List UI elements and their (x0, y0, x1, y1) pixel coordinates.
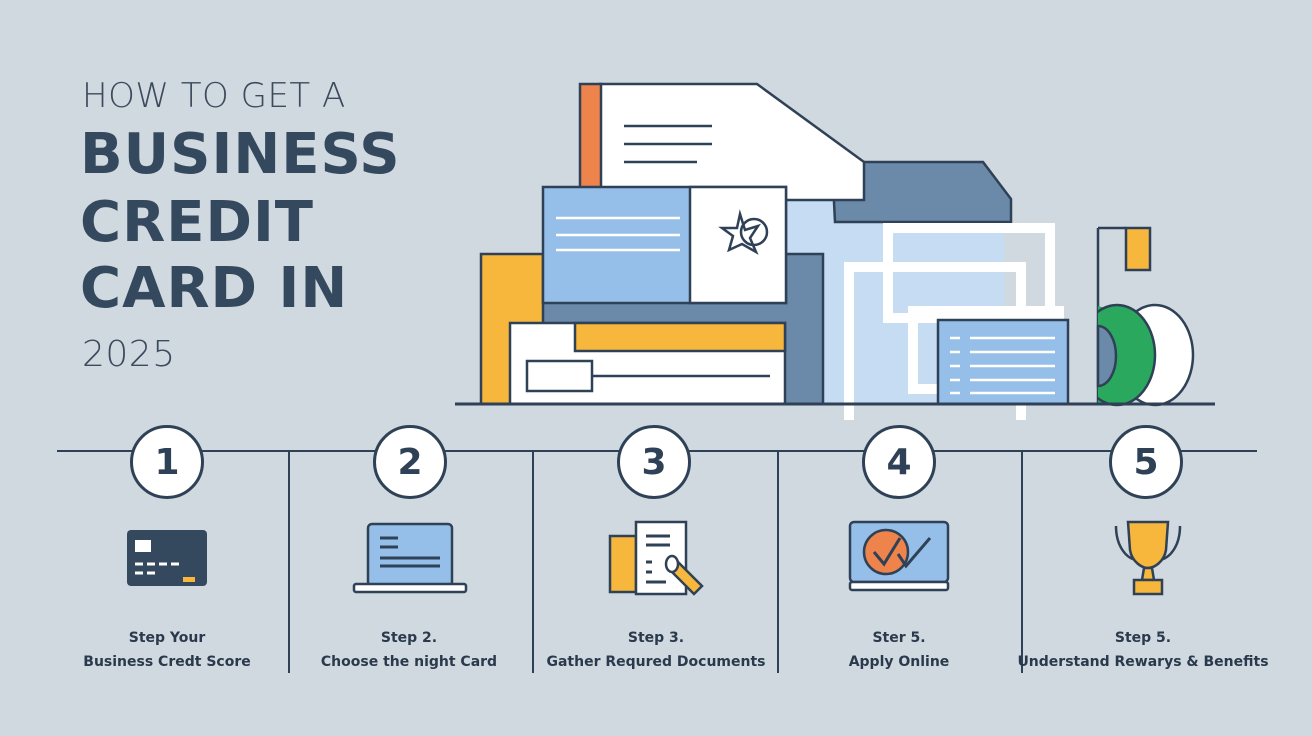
step-3-number: 3 (617, 425, 691, 499)
list-card (936, 318, 1070, 406)
title-line-4: CARD IN (80, 256, 349, 321)
step-divider (1021, 451, 1023, 673)
star-icon (718, 209, 761, 255)
title-line-2: BUSINESS (80, 122, 401, 187)
documents-icon (608, 520, 704, 596)
title-year: 2025 (82, 334, 176, 375)
folder-tab (830, 160, 1013, 224)
step-3-text: Step 3. Gather Requred Documents (536, 626, 776, 674)
step-1-text: Step Your Business Credt Score (47, 626, 287, 674)
step-3-label: Gather Requred Documents (546, 654, 766, 670)
step-divider (288, 451, 290, 673)
white-frame (883, 223, 1055, 323)
title-line-1: HOW TO GET A (82, 76, 346, 116)
step-2-number: 2 (373, 425, 447, 499)
flag (1124, 226, 1152, 272)
step-5-number: 5 (1109, 425, 1183, 499)
step-2-text: Step 2. Choose the night Card (289, 626, 529, 674)
step-4-number: 4 (862, 425, 936, 499)
step-1-label: Business Credt Score (83, 654, 251, 670)
step-3-heading: Step 3. (627, 630, 685, 646)
credit-card-icon (127, 530, 207, 586)
laptop-icon (352, 522, 468, 594)
step-1-heading: Step Your (128, 630, 206, 646)
step-4-label: Apply Online (848, 654, 950, 670)
step-1-number: 1 (130, 425, 204, 499)
step-divider (532, 451, 534, 673)
trophy-icon (1114, 520, 1182, 596)
step-5-text: Step 5. Understand Rewarys & Benefits (1012, 626, 1274, 674)
step-2-label: Choose the night Card (320, 654, 498, 670)
title-line-3: CREDIT (80, 190, 314, 255)
step-5-label: Understand Rewarys & Benefits (1017, 654, 1269, 670)
step-4-heading: Ster 5. (872, 630, 926, 646)
hero-illustration (455, 82, 1215, 420)
step-2-heading: Step 2. (380, 630, 438, 646)
step-5-heading: Step 5. (1114, 630, 1172, 646)
step-divider (777, 451, 779, 673)
checkmark-screen-icon (848, 520, 950, 592)
step-4-text: Ster 5. Apply Online (779, 626, 1019, 674)
